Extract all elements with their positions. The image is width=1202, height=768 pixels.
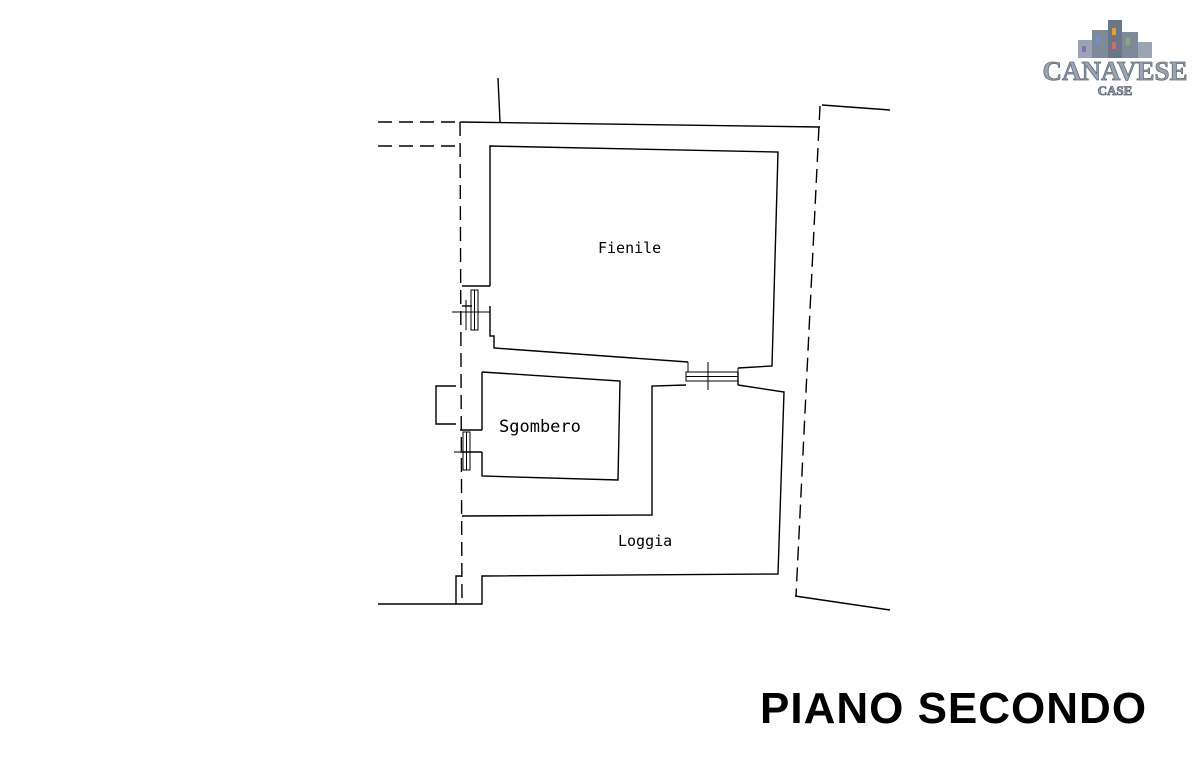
- window-left-lower: [454, 431, 482, 471]
- house-icon: [1078, 20, 1152, 58]
- logo-sub: CASE: [1098, 83, 1133, 98]
- room-label-loggia: Loggia: [618, 532, 672, 550]
- room-label-sgombero: Sgombero: [499, 417, 581, 437]
- canavese-case-logo: CANAVESE CASE: [1042, 20, 1188, 98]
- logo-name: CANAVESE: [1042, 56, 1187, 86]
- window-inner: [685, 362, 739, 390]
- window-left-upper: [452, 289, 490, 331]
- fienile-room-walls: [462, 145, 779, 369]
- room-label-fienile: Fienile: [598, 239, 661, 257]
- plan-title: PIANO SECONDO: [760, 684, 1148, 733]
- outer-walls: [378, 77, 891, 611]
- dashed-boundaries: [378, 105, 821, 605]
- loggia-walls: [455, 372, 785, 605]
- left-protrusion: [435, 385, 456, 425]
